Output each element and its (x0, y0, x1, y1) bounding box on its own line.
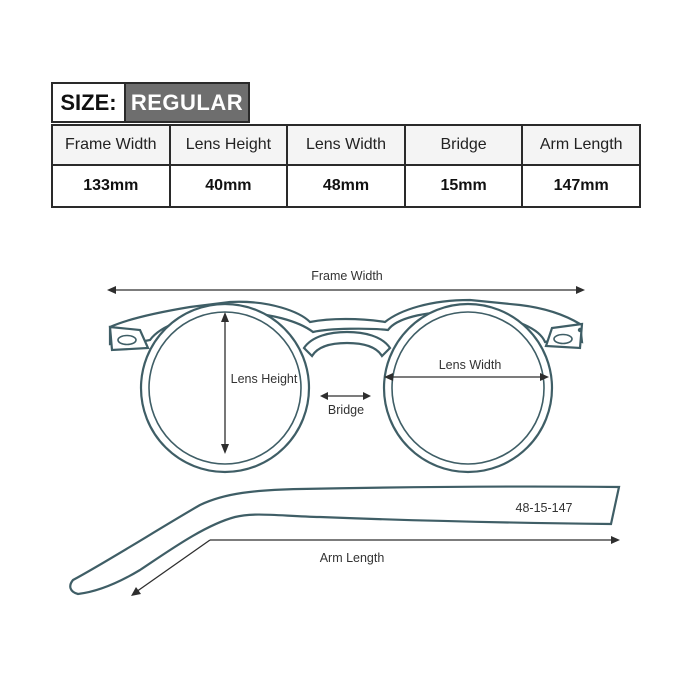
arm-length-dimension: Arm Length (131, 536, 620, 596)
size-value: REGULAR (126, 84, 248, 121)
temple-arm: 48-15-147 (69, 485, 621, 596)
header-lens-height: Lens Height (168, 124, 289, 166)
value-arm-length: 147mm (521, 164, 641, 208)
lens-height-label: Lens Height (231, 372, 298, 386)
value-frame-width: 133mm (51, 164, 171, 208)
header-arm-length: Arm Length (521, 124, 641, 166)
bridge-dimension: Bridge (320, 392, 371, 417)
lens-height-dimension: Lens Height (221, 312, 298, 454)
arm-length-label: Arm Length (320, 551, 385, 565)
header-frame-width: Frame Width (51, 124, 171, 166)
measurements-table: Frame Width Lens Height Lens Width Bridg… (51, 124, 641, 208)
value-lens-width: 48mm (286, 164, 406, 208)
table-header-row: Frame Width Lens Height Lens Width Bridg… (51, 124, 641, 166)
size-box: SIZE: REGULAR (51, 82, 250, 123)
lens-width-label: Lens Width (439, 358, 502, 372)
value-lens-height: 40mm (168, 164, 289, 208)
bridge-label: Bridge (328, 403, 364, 417)
header-lens-width: Lens Width (286, 124, 406, 166)
glasses-front (108, 298, 584, 474)
frame-width-label: Frame Width (311, 269, 383, 283)
arm-marking: 48-15-147 (516, 501, 573, 515)
table-value-row: 133mm 40mm 48mm 15mm 147mm (51, 164, 641, 208)
header-bridge: Bridge (403, 124, 524, 166)
size-label: SIZE: (53, 84, 126, 121)
lens-width-dimension: Lens Width (384, 358, 549, 381)
frame-width-dimension: Frame Width (107, 269, 585, 294)
value-bridge: 15mm (403, 164, 524, 208)
